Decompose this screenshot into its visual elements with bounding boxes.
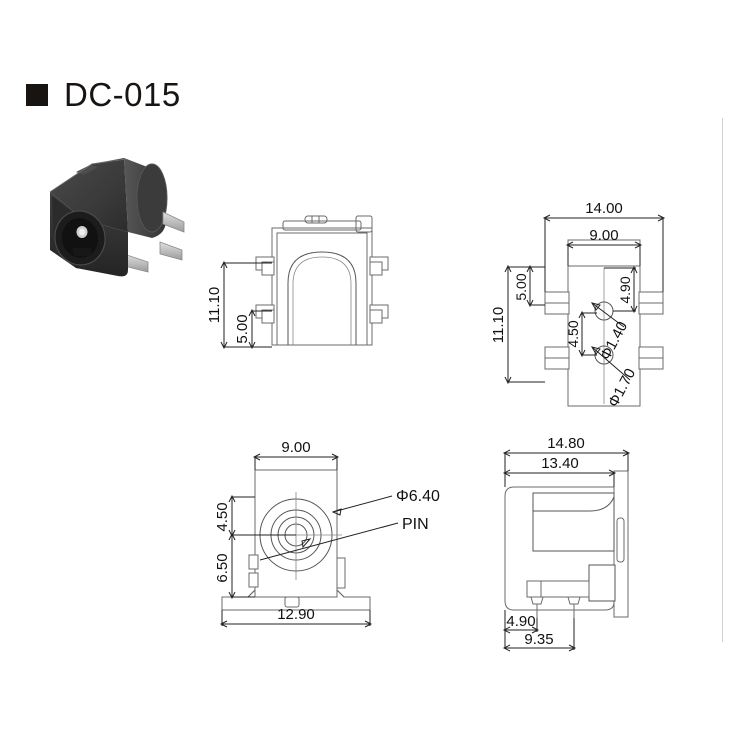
dim-front-4-50: 4.50	[214, 502, 231, 531]
dim-front-9-00: 9.00	[281, 439, 310, 456]
dim-rear-5-00: 5.00	[234, 314, 251, 343]
dim-top-5-00: 5.00	[513, 273, 529, 300]
dim-front-12-90: 12.90	[277, 606, 315, 623]
dim-top-14-00: 14.00	[585, 200, 623, 217]
dim-side-4-90: 4.90	[506, 613, 535, 630]
dim-top-4-90: 4.90	[617, 276, 633, 303]
dim-side-13-40: 13.40	[541, 455, 579, 472]
view-front: 9.00 4.50 6.50 12.90 Φ6.40 PIN	[214, 439, 440, 628]
callout-pin: PIN	[402, 516, 429, 533]
dim-top-9-00: 9.00	[589, 227, 618, 244]
dim-top-11-10: 11.10	[490, 307, 507, 343]
dim-front-6-50: 6.50	[214, 553, 231, 582]
dim-top-4-50: 4.50	[565, 320, 581, 347]
dim-rear-11-10: 11.10	[206, 287, 223, 323]
bullet-square-icon	[26, 83, 48, 106]
view-rear: 11.10 5.00	[206, 215, 389, 350]
callout-dia-1-70: Φ1.70	[605, 366, 639, 410]
page-title: DC-015	[26, 78, 181, 111]
product-photo	[32, 150, 192, 285]
title-label: DC-015	[64, 76, 181, 113]
callout-dia-6-40: Φ6.40	[396, 488, 440, 505]
dim-side-14-80: 14.80	[547, 435, 585, 452]
view-side: 14.80 13.40 4.90 9.35	[502, 435, 631, 652]
dim-side-9-35: 9.35	[524, 631, 553, 648]
view-top: 14.00 9.00 11.10 5.00 4.90 4.5	[490, 200, 666, 410]
page-border-rule	[722, 118, 723, 642]
callout-dia-1-40: Φ1.40	[597, 319, 631, 363]
